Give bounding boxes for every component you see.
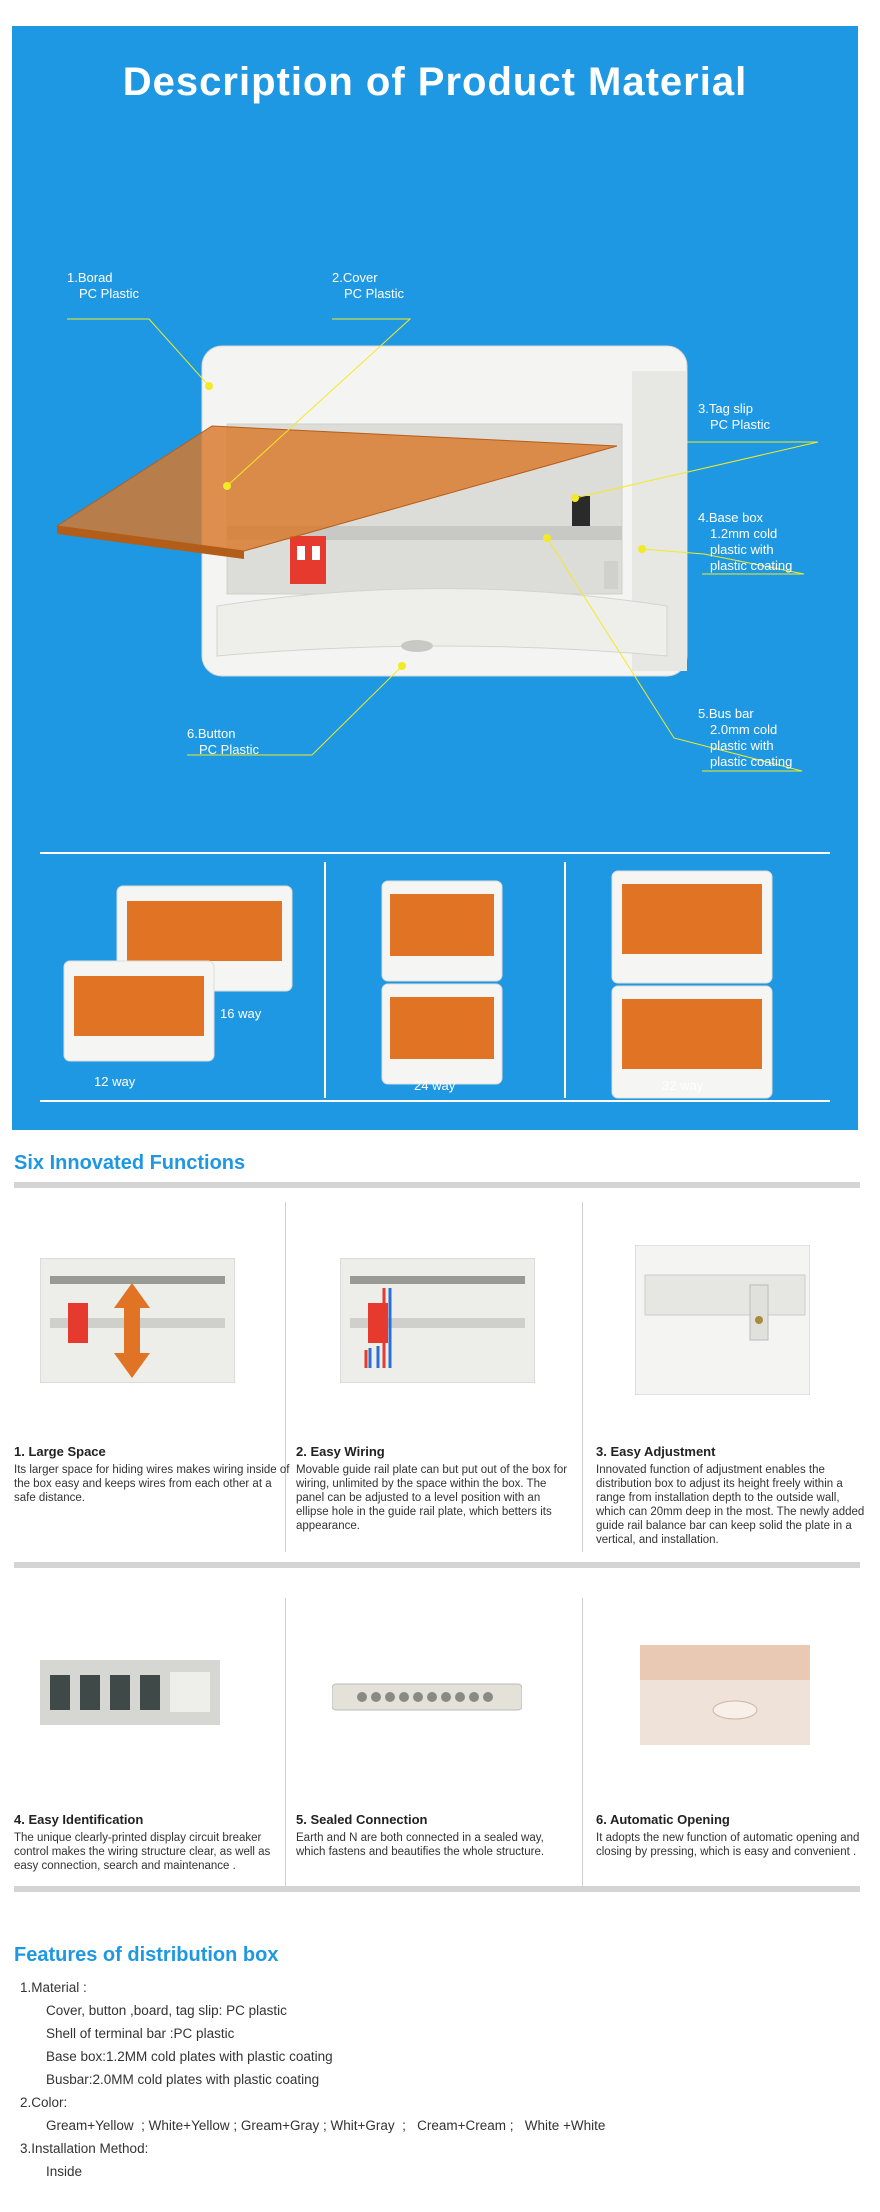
column-separator [285, 1202, 286, 1552]
automatic-opening-image [640, 1645, 810, 1745]
function-desc: Its larger space for hiding wires makes … [14, 1464, 290, 1504]
feature-line: Cover, button ,board, tag slip: PC plast… [46, 2003, 287, 2018]
feature-line: Shell of terminal bar :PC plastic [46, 2026, 235, 2041]
function-title: 1. Large Space [14, 1444, 106, 1459]
feature-line: Inside [46, 2164, 83, 2179]
functions-middle-bar [14, 1562, 860, 1568]
functions-bottom-bar [14, 1886, 860, 1892]
function-card: 4. Easy Identification The unique clearl… [14, 1812, 294, 1873]
callout-borad: 1.Borad PC Plastic [67, 270, 139, 301]
functions-top-bar [14, 1182, 860, 1188]
sealed-connection-image [332, 1683, 522, 1711]
product-illustration [55, 318, 819, 1099]
hero-title: Description of Product Material [122, 60, 748, 104]
function-title: 5. Sealed Connection [296, 1812, 428, 1827]
callout-bus-bar: 5.Bus bar 2.0mm cold plastic with plasti… [698, 706, 793, 769]
function-desc: Innovated function of adjustment enables… [596, 1464, 865, 1546]
function-title: 2. Easy Wiring [296, 1444, 385, 1459]
variants-separator [564, 862, 566, 1098]
function-desc: It adopts the new function of automatic … [596, 1832, 860, 1858]
function-desc: Movable guide rail plate can but put out… [296, 1464, 568, 1532]
easy-adjustment-image [635, 1245, 810, 1395]
callout-tag-slip: 3.Tag slip PC Plastic [698, 401, 770, 432]
easy-wiring-image [340, 1258, 535, 1383]
function-card: 2. Easy Wiring Movable guide rail plate … [296, 1444, 576, 1533]
functions-heading: Six Innovated Functions [14, 1152, 246, 1174]
hero-banner: Description of Product Material [12, 26, 858, 1130]
column-separator [285, 1598, 286, 1888]
feature-line: 1.Material : [20, 1980, 87, 1995]
feature-line: Gream+Yellow ; White+Yellow ; Gream+Gray… [46, 2118, 606, 2133]
variant-24-way [381, 880, 503, 1085]
variant-32-way [611, 870, 773, 1099]
feature-line: Busbar:2.0MM cold plates with plastic co… [46, 2072, 320, 2087]
features-list: 1.Material : Cover, button ,board, tag s… [20, 1976, 605, 2183]
variants-separator [324, 862, 326, 1098]
column-separator [582, 1598, 583, 1888]
callout-cover: 2.Cover PC Plastic [332, 270, 404, 301]
callout-button: 6.Button PC Plastic [187, 726, 259, 757]
feature-line: Base box:1.2MM cold plates with plastic … [46, 2049, 333, 2064]
way-label-32: 32 way [662, 1078, 704, 1093]
function-title: 6. Automatic Opening [596, 1812, 730, 1827]
variants-bottom-divider [40, 1100, 830, 1102]
variant-12-16-way [63, 885, 293, 1062]
function-desc: The unique clearly-printed display circu… [14, 1832, 271, 1872]
function-card: 1. Large Space Its larger space for hidi… [14, 1444, 294, 1505]
feature-line: 2.Color: [20, 2095, 68, 2110]
large-space-image [40, 1258, 235, 1383]
variants-top-divider [40, 852, 830, 854]
feature-line: 3.Installation Method: [20, 2141, 149, 2156]
features-heading: Features of distribution box [14, 1944, 279, 1966]
function-card: 3. Easy Adjustment Innovated function of… [596, 1444, 866, 1547]
function-card: 6. Automatic Opening It adopts the new f… [596, 1812, 866, 1859]
way-label-12: 12 way [94, 1074, 136, 1089]
way-label-16: 16 way [220, 1006, 262, 1021]
function-title: 4. Easy Identification [14, 1812, 144, 1827]
callout-base-box: 4.Base box 1.2mm cold plastic with plast… [698, 510, 793, 573]
easy-identification-image [40, 1660, 220, 1725]
function-card: 5. Sealed Connection Earth and N are bot… [296, 1812, 576, 1859]
function-desc: Earth and N are both connected in a seal… [296, 1832, 545, 1858]
way-label-24: 24 way [414, 1078, 456, 1093]
function-title: 3. Easy Adjustment [596, 1444, 716, 1459]
column-separator [582, 1202, 583, 1552]
